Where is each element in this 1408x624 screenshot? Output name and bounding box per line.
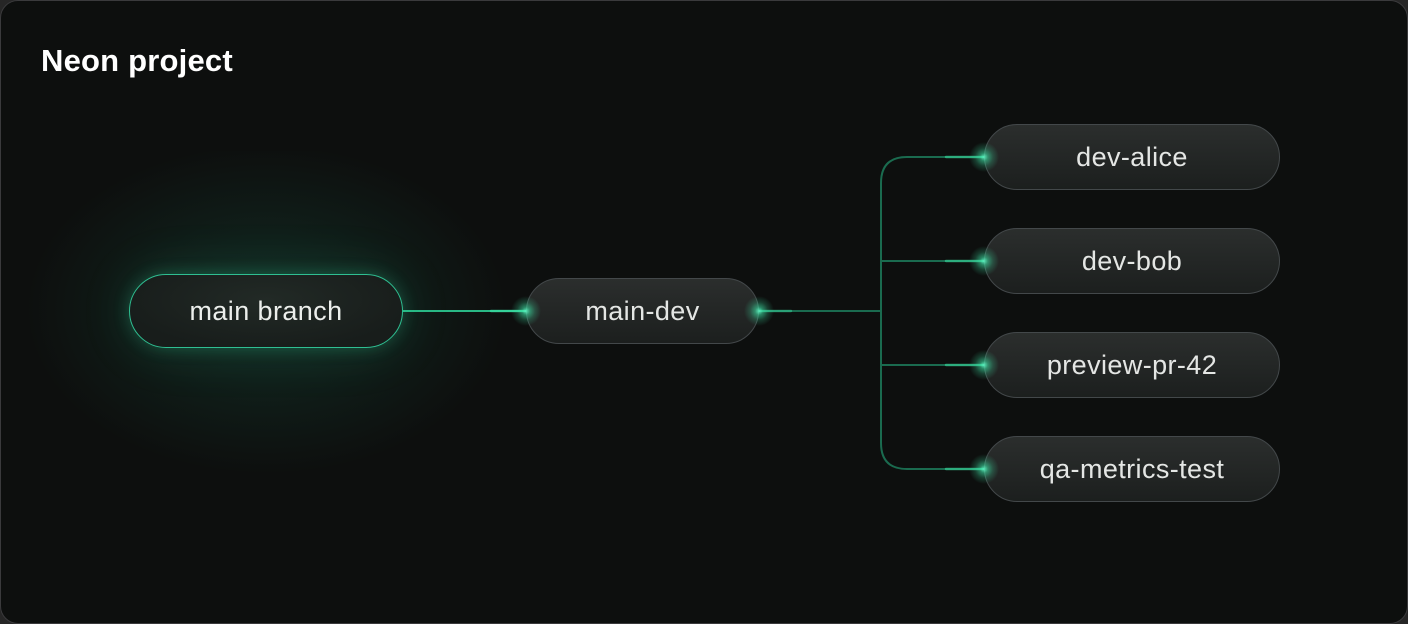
- branch-node-label: dev-bob: [1081, 245, 1183, 276]
- branch-node-label: main-dev: [585, 295, 700, 326]
- branch-node-label: qa-metrics-test: [1039, 453, 1225, 484]
- branch-node-preview-pr-42[interactable]: preview-pr-42: [969, 332, 1280, 398]
- branch-node-main-dev[interactable]: main-dev: [511, 278, 774, 344]
- branch-node-main[interactable]: main branch: [129, 274, 403, 348]
- branch-node-label: main branch: [189, 295, 343, 326]
- page-title: Neon project: [41, 43, 233, 78]
- branch-node-label: dev-alice: [1076, 141, 1188, 172]
- branch-node-label: preview-pr-42: [1046, 349, 1218, 380]
- branch-node-qa-metrics-test[interactable]: qa-metrics-test: [969, 436, 1280, 502]
- branch-node-dev-bob[interactable]: dev-bob: [969, 228, 1280, 294]
- branch-node-dev-alice[interactable]: dev-alice: [969, 124, 1280, 190]
